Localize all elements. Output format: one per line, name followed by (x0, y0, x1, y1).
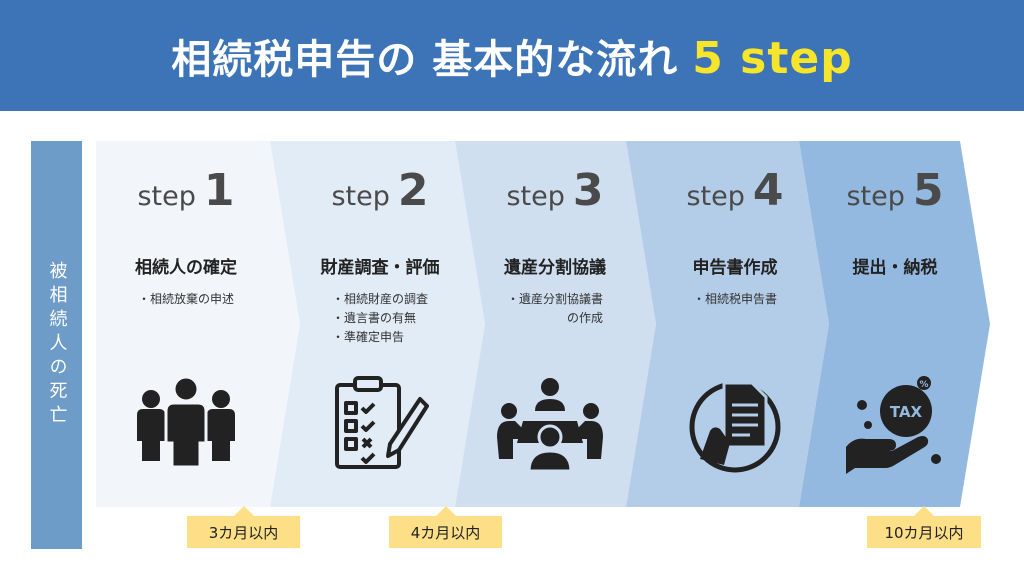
clipboard-checklist-icon (335, 376, 429, 469)
step-4-items: ・相続税申告書 (693, 290, 777, 309)
list-item: ・相続税申告書 (692, 292, 777, 306)
step-3-label: step 3 (506, 165, 604, 216)
step-1: step 1 相続人の確定 ・相続放棄の申述 (96, 141, 276, 507)
step-5-arrow (799, 141, 990, 507)
step-4-label: step 4 (686, 165, 784, 216)
step-1-label: step 1 (137, 165, 235, 216)
list-item: の作成 (566, 311, 603, 325)
step-5-label: step 5 (846, 165, 944, 216)
side-label: 被相続人の死亡 (46, 261, 68, 429)
side-label-bar: 被相続人の死亡 (31, 141, 82, 549)
step-3: step 3 遺産分割協議 ・遺産分割協議書 の作成 (470, 141, 640, 507)
step-2-items: ・相続財産の調査 ・遺言書の有無 ・準確定申告 (332, 290, 428, 347)
step-2: step 2 財産調査・評価 ・相続財産の調査 ・遺言書の有無 ・準確定申告 (290, 141, 470, 507)
deadline-badge-3-months: 3カ月以内 (187, 506, 300, 548)
step-1-title: 相続人の確定 (135, 258, 237, 278)
list-item: ・遺産分割協議書 (506, 292, 603, 306)
step-4-title: 申告書作成 (692, 258, 778, 278)
list-item: ・相続財産の調査 (331, 292, 428, 306)
deadline-badge-10-months: 10カ月以内 (867, 506, 981, 548)
step-1-items: ・相続放棄の申述 (138, 290, 234, 309)
meeting-table-icon (497, 378, 603, 473)
tax-payment-icon: TAX % (846, 376, 941, 474)
list-item: ・相続放棄の申述 (137, 292, 234, 306)
people-group-icon (137, 375, 235, 469)
step-2-label: step 2 (331, 165, 429, 216)
title-banner: 相続税申告の 基本的な流れ 5 step (0, 0, 1024, 111)
document-hand-icon (689, 381, 781, 473)
list-item: ・準確定申告 (331, 330, 404, 344)
step-3-items: ・遺産分割協議書 の作成 (507, 290, 603, 328)
step-5: step 5 提出・納税 TAX % (820, 141, 970, 507)
step-2-arrow (270, 141, 485, 507)
page-title: 相続税申告の 基本的な流れ 5 step (171, 27, 852, 85)
step-4: step 4 申告書作成 ・相続税申告書 (650, 141, 820, 507)
page-title-main: 相続税申告の 基本的な流れ (171, 36, 679, 83)
svg-text:TAX: TAX (890, 403, 923, 421)
svg-text:%: % (919, 380, 928, 390)
page-title-accent: 5 step (692, 32, 853, 84)
step-2-title: 財産調査・評価 (320, 258, 440, 278)
step-5-title: 提出・納税 (852, 258, 938, 278)
step-3-title: 遺産分割協議 (504, 258, 606, 278)
list-item: ・遺言書の有無 (331, 311, 416, 325)
deadline-badge-4-months: 4カ月以内 (389, 506, 502, 548)
